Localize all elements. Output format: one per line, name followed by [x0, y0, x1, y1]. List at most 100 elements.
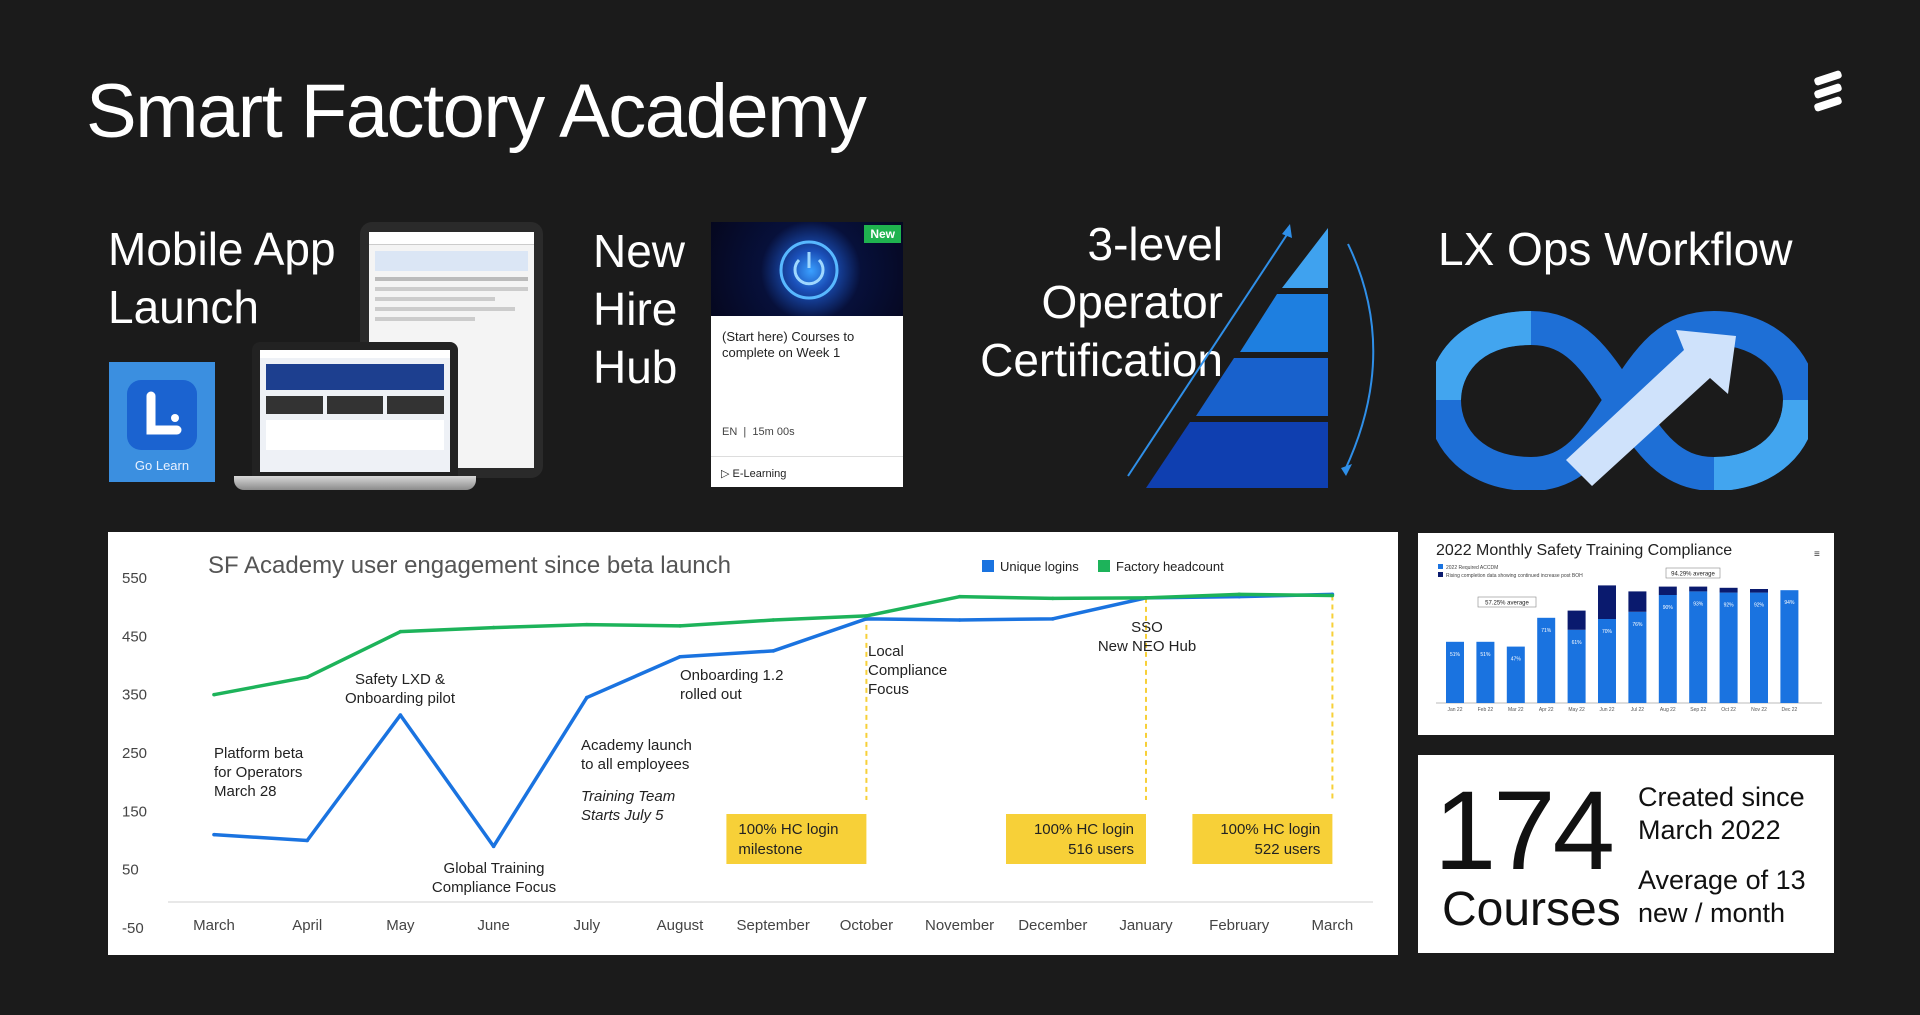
compliance-bar-value: 94%	[1784, 600, 1795, 606]
play-icon: ▷	[721, 468, 730, 480]
chart-annotation: New NEO Hub	[1098, 638, 1196, 655]
compliance-bar	[1628, 611, 1647, 703]
x-tick-label: February	[1209, 917, 1270, 934]
chart-annotation: Onboarding 1.2	[680, 667, 783, 684]
data-point	[398, 629, 403, 634]
mobile-app-title-line1: Mobile App	[108, 223, 336, 275]
y-tick-label: 250	[122, 745, 147, 762]
data-point	[1144, 596, 1148, 600]
compliance-x-label: Jul 22	[1631, 707, 1645, 713]
data-point	[957, 618, 962, 622]
new-hire-title-line1: New	[593, 225, 686, 277]
chart-annotation: Focus	[868, 681, 909, 698]
data-point	[771, 618, 775, 622]
compliance-bar	[1719, 592, 1738, 703]
course-title[interactable]: (Start here) Courses to complete on Week…	[722, 329, 855, 360]
compliance-bar-value: 76%	[1632, 622, 1643, 628]
data-point	[1051, 617, 1055, 621]
lx-ops-title: LX Ops Workflow	[1438, 223, 1793, 275]
courses-stat-card: 174 Courses Created since March 2022 Ave…	[1418, 755, 1834, 953]
chart-annotation: rolled out	[680, 686, 743, 703]
data-point	[305, 838, 309, 843]
chart-annotation: Compliance	[868, 662, 947, 679]
course-card[interactable]: New (Start here) Courses to complete on …	[711, 222, 903, 487]
data-point	[491, 844, 496, 849]
compliance-logo-icon: ≡	[1814, 549, 1820, 560]
chart-annotation: Starts July 5	[581, 807, 664, 824]
compliance-bar	[1506, 646, 1525, 703]
compliance-bar	[1537, 617, 1556, 703]
compliance-x-label: Sep 22	[1690, 707, 1706, 713]
cert-title-line1: 3-level	[1087, 218, 1223, 270]
mobile-app-title-line2: Launch	[108, 281, 259, 333]
y-tick-label: 50	[122, 862, 139, 879]
x-tick-label: June	[477, 917, 510, 934]
compliance-x-label: Jun 22	[1599, 707, 1614, 713]
certification-title: 3-level Operator Certification	[938, 215, 1223, 389]
compliance-bar-increase	[1658, 586, 1677, 595]
compliance-x-label: Feb 22	[1478, 707, 1494, 713]
legend-headcount-swatch	[1098, 560, 1110, 572]
y-tick-label: -50	[122, 920, 144, 937]
y-tick-label: 450	[122, 628, 147, 645]
avg-line2: new / month	[1638, 898, 1786, 928]
course-duration: 15m 00s	[752, 426, 795, 438]
compliance-callout: 94.29% average	[1671, 572, 1715, 578]
course-type-label: E-Learning	[732, 468, 787, 480]
x-tick-label: May	[386, 917, 415, 934]
compliance-bar-increase	[1598, 585, 1616, 619]
compliance-bar	[1446, 641, 1464, 703]
compliance-bar-increase	[1567, 610, 1586, 630]
data-point	[491, 625, 496, 630]
engagement-chart-svg: SF Academy user engagement since beta la…	[122, 552, 1373, 937]
compliance-bar-value: 90%	[1663, 605, 1674, 611]
laptop-device-image	[234, 342, 476, 494]
data-point	[212, 832, 216, 837]
compliance-legend-1-swatch	[1438, 564, 1443, 569]
compliance-bar-value: 47%	[1511, 657, 1522, 663]
data-point	[585, 695, 589, 700]
x-tick-label: November	[925, 917, 994, 934]
cert-title-line3: Certification	[980, 334, 1223, 386]
compliance-bar-value: 92%	[1724, 603, 1735, 609]
certification-pyramid-icon	[1127, 224, 1375, 488]
compliance-legend-1: 2022 Required ACCDM	[1446, 565, 1498, 571]
avg-line1: Average of 13	[1638, 865, 1806, 895]
milestone-box	[726, 814, 867, 864]
chart-annotation: Local	[868, 643, 904, 660]
course-meta: EN | 15m 00s	[722, 426, 795, 438]
created-line2: March 2022	[1638, 815, 1781, 845]
x-tick-label: March	[193, 917, 235, 934]
compliance-chart: 2022 Monthly Safety Training Compliance …	[1418, 533, 1834, 735]
data-point	[957, 594, 962, 599]
compliance-bar-value: 70%	[1602, 629, 1613, 635]
compliance-legend-2-swatch	[1438, 572, 1443, 577]
compliance-callout-box	[1665, 567, 1721, 579]
courses-created-text: Created since March 2022	[1638, 781, 1805, 847]
data-point	[1051, 596, 1055, 601]
mobile-app-title: Mobile App Launch	[108, 220, 336, 336]
chart-annotation: Training Team	[581, 788, 675, 805]
new-hire-title-line2: Hire	[593, 283, 678, 335]
compliance-bar	[1567, 629, 1586, 703]
chart-annotation: Academy launch	[581, 737, 692, 754]
data-point	[678, 624, 682, 628]
x-tick-label: January	[1119, 917, 1173, 934]
compliance-bar	[1780, 590, 1799, 703]
new-badge: New	[864, 225, 901, 243]
compliance-bar	[1476, 641, 1495, 703]
compliance-title: 2022 Monthly Safety Training Compliance	[1436, 542, 1732, 559]
data-point	[398, 713, 403, 717]
milestone-label: milestone	[738, 841, 802, 858]
compliance-x-label: Dec 22	[1781, 707, 1797, 713]
compliance-chart-svg: 2022 Monthly Safety Training Compliance …	[1436, 542, 1822, 713]
x-tick-label: December	[1018, 917, 1087, 934]
y-tick-label: 350	[122, 687, 147, 704]
compliance-bar-value: 51%	[1480, 652, 1491, 658]
page-title: Smart Factory Academy	[86, 69, 867, 154]
y-tick-label: 550	[122, 570, 147, 587]
compliance-bar	[1658, 595, 1677, 703]
compliance-x-label: Nov 22	[1751, 707, 1767, 713]
chart-annotation: to all employees	[581, 756, 689, 773]
data-point	[212, 692, 216, 697]
